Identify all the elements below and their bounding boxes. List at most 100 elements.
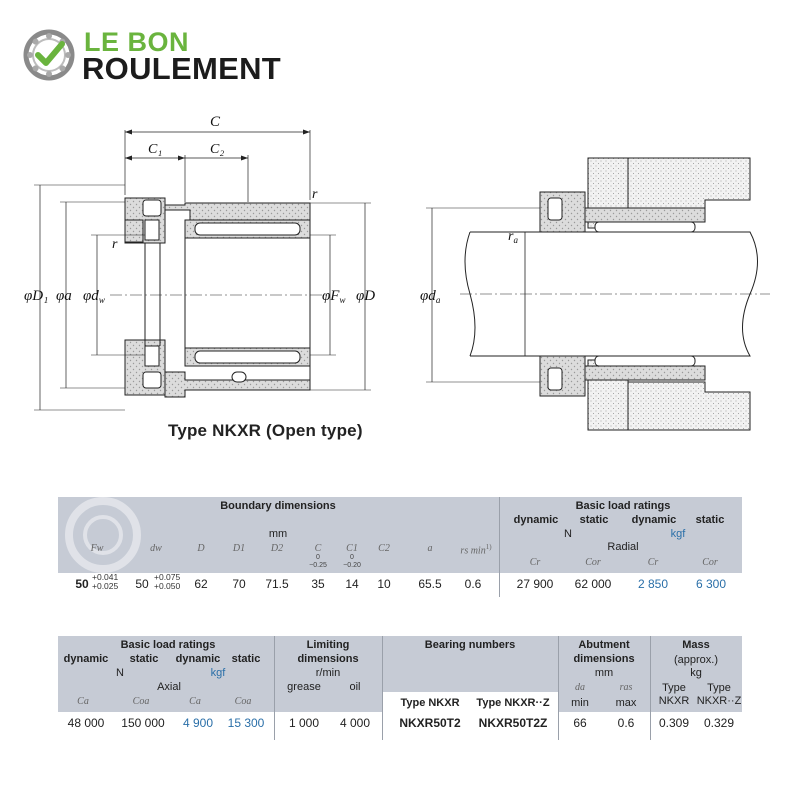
bearing-technical-drawing: C C₁ C₂ r r φD₁ φa φdw φFw φD ra φda (24, 114, 770, 431)
val-d2: 71.5 (265, 577, 289, 591)
val-cr-n: 27 900 (516, 577, 554, 591)
watermark-bearing-icon (65, 497, 141, 573)
table2-divider-4 (650, 636, 651, 740)
val-ca-kgf: 4 900 (182, 716, 214, 730)
table1-divider (499, 497, 500, 597)
dim-label-phi-a: φa (56, 288, 72, 304)
unit-n-label: N (564, 528, 572, 540)
val-rs: 0.6 (464, 577, 482, 591)
abutment-title: Abutment (578, 639, 630, 651)
axial-dynamic-kgf-label: dynamic (175, 653, 221, 665)
dim-label-c: C (210, 114, 221, 130)
mass-type2-label: Type (707, 682, 731, 694)
sym-coa-n: Coa (132, 696, 150, 707)
val-bearing-nkxrz: NKXR50T2Z (478, 716, 548, 730)
type-nkxrz-label: Type NKXR··Z (476, 697, 550, 709)
radial-dynamic-n-label: dynamic (513, 514, 559, 526)
mass-type-label: Type (662, 682, 686, 694)
abutment-unit: mm (594, 667, 614, 679)
abutment-title-2: dimensions (573, 653, 635, 665)
sym-coa-kgf: Coa (234, 696, 252, 707)
val-cor-kgf: 6 300 (695, 577, 727, 591)
brand-logo: LE BON ROULEMENT (22, 26, 302, 86)
axial-dynamic-n-label: dynamic (63, 653, 109, 665)
dim-label-phi-da: φda (420, 288, 441, 305)
val-ras-max: 0.6 (617, 716, 635, 730)
val-fw-tol-upper: +0.041 (92, 572, 119, 582)
sym-ras: ras (619, 682, 633, 693)
grease-label: grease (287, 681, 321, 693)
sym-cor-n: Cor (585, 557, 601, 568)
logo-text-top: LE BON (84, 27, 190, 57)
abutment-min-label: min (571, 697, 589, 709)
radial-static-n-label: static (579, 514, 609, 526)
bearing-numbers-title: Bearing numbers (424, 639, 516, 651)
sym-dw: dw (150, 543, 162, 554)
sym-d2: D2 (270, 543, 284, 554)
val-grease: 1 000 (288, 716, 320, 730)
oil-label: oil (349, 681, 361, 693)
mass-type-nkxr-label: NKXR (658, 695, 690, 707)
logo-text-bottom: ROULEMENT (82, 51, 282, 86)
radial-static-kgf-label: static (695, 514, 725, 526)
tol-c-lower: −0.25 (309, 562, 327, 569)
val-fw: 50 (75, 577, 89, 591)
drawing-caption: Type NKXR (Open type) (168, 421, 363, 440)
table2-divider-3 (558, 636, 559, 740)
dim-label-c2: C₂ (210, 142, 224, 157)
dim-label-r-left: r (112, 237, 118, 252)
val-cr-kgf: 2 850 (637, 577, 669, 591)
limiting-speeds-title-2: dimensions (297, 653, 359, 665)
val-fw-tol-lower: +0.025 (92, 581, 119, 591)
radial-label: Radial (607, 541, 639, 553)
table2-header-bg-b (382, 636, 558, 692)
axial-static-n-label: static (129, 653, 159, 665)
dim-label-phi-d: φD (356, 288, 375, 304)
mass-title: Mass (682, 639, 710, 651)
sym-a: a (427, 543, 433, 554)
val-coa-n: 150 000 (121, 716, 165, 730)
dim-label-phi-d1: φD₁ (24, 288, 48, 304)
val-a: 65.5 (418, 577, 442, 591)
left-section-view (34, 129, 371, 411)
abutment-max-label: max (615, 697, 637, 709)
val-c1: 14 (345, 577, 359, 591)
sym-cor-kgf: Cor (702, 557, 718, 568)
dim-label-phi-fw: φFw (322, 288, 345, 305)
tol-c1-lower: −0.20 (343, 562, 361, 569)
type-nkxr-label: Type NKXR (400, 697, 460, 709)
val-ca-n: 48 000 (67, 716, 105, 730)
mass-approx-label: (approx.) (673, 654, 719, 666)
sym-ca-n: Ca (77, 696, 89, 707)
sym-rs-min: rs min1) (460, 543, 492, 557)
sym-fw: Fw (90, 543, 104, 554)
val-d: 62 (194, 577, 208, 591)
sym-d: D (197, 543, 205, 554)
val-cor-n: 62 000 (574, 577, 612, 591)
unit-kgf-label: kgf (670, 528, 686, 540)
val-dw: 50 (135, 577, 149, 591)
limiting-speeds-unit: r/min (315, 667, 341, 679)
dim-label-r-top: r (312, 187, 318, 202)
table2-divider-2 (382, 636, 383, 740)
table2-header-bg-a (58, 636, 382, 712)
sym-c2: C2 (378, 543, 390, 554)
bearing-check-icon (23, 29, 75, 81)
val-da-min: 66 (573, 716, 587, 730)
table1-header-bg (58, 497, 742, 573)
sym-ca-kgf: Ca (189, 696, 201, 707)
axial-static-kgf-label: static (231, 653, 261, 665)
axial-label: Axial (157, 681, 181, 693)
val-mass-nkxr: 0.309 (658, 716, 690, 730)
mass-type-nkxrz-label: NKXR··Z (696, 695, 742, 707)
mass-unit: kg (690, 667, 702, 679)
dim-label-c1: C₁ (148, 142, 162, 157)
boundary-dimensions-table: Boundary dimensions mm Basic load rating… (58, 497, 742, 597)
load-ratings-bearing-numbers-table: Basic load ratings dynamic static dynami… (58, 636, 742, 740)
right-mounting-view (426, 157, 770, 431)
table2-divider-1 (274, 636, 275, 740)
val-c2: 10 (377, 577, 391, 591)
val-mass-nkxrz: 0.329 (703, 716, 735, 730)
dim-label-ra: ra (508, 229, 518, 245)
sym-cr-kgf: Cr (647, 557, 659, 568)
